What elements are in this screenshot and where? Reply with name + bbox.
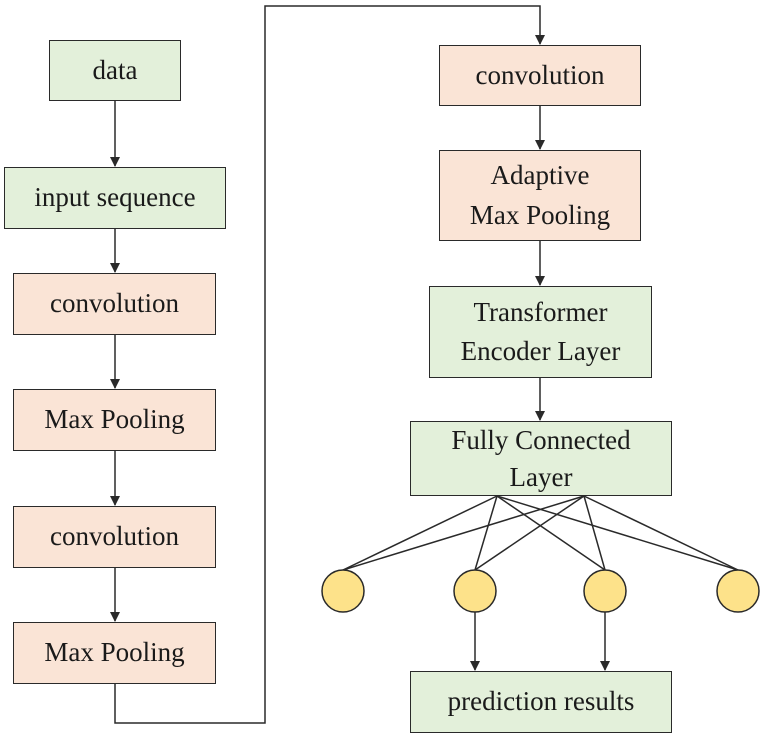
- output-node-4: [716, 569, 760, 613]
- input-sequence-box: input sequence: [4, 167, 226, 229]
- connector-left-to-right: [114, 5, 545, 724]
- fully-connected-line-1: Fully Connected: [451, 425, 631, 456]
- transformer-encoder-line-2: Encoder Layer: [460, 336, 621, 366]
- fully-connected-line-2: Layer: [509, 461, 573, 492]
- transformer-encoder-line-1: Transformer: [473, 296, 608, 327]
- max-pooling-box-2-label: Max Pooling: [44, 637, 185, 668]
- data-box-label: data: [92, 54, 138, 85]
- fully-connected-layer-box: Fully Connected Layer: [410, 421, 672, 496]
- convolution-box-1: convolution: [13, 273, 216, 335]
- convolution-box-2: convolution: [13, 506, 216, 568]
- input-sequence-box-label: input sequence: [34, 182, 196, 213]
- convolution-box-3: convolution: [439, 45, 641, 106]
- max-pooling-box-1: Max Pooling: [13, 389, 216, 451]
- convolution-box-2-label: convolution: [50, 521, 179, 552]
- prediction-results-box: prediction results: [410, 671, 672, 733]
- fan-out-lines: [342, 495, 739, 571]
- output-node-3: [583, 569, 627, 613]
- convolution-box-3-label: convolution: [475, 59, 605, 90]
- max-pooling-box-1-label: Max Pooling: [44, 404, 185, 435]
- prediction-results-label: prediction results: [447, 686, 635, 717]
- convolution-box-1-label: convolution: [50, 288, 179, 319]
- max-pooling-box-2: Max Pooling: [13, 622, 216, 684]
- transformer-encoder-layer-box: Transformer Encoder Layer: [429, 286, 652, 378]
- output-node-1: [321, 569, 365, 613]
- adaptive-max-pooling-line-2: Max Pooling: [469, 199, 611, 230]
- adaptive-max-pooling-box: Adaptive Max Pooling: [439, 150, 641, 241]
- output-node-2: [453, 569, 497, 613]
- adaptive-max-pooling-line-1: Adaptive: [490, 160, 590, 191]
- data-box: data: [49, 40, 181, 101]
